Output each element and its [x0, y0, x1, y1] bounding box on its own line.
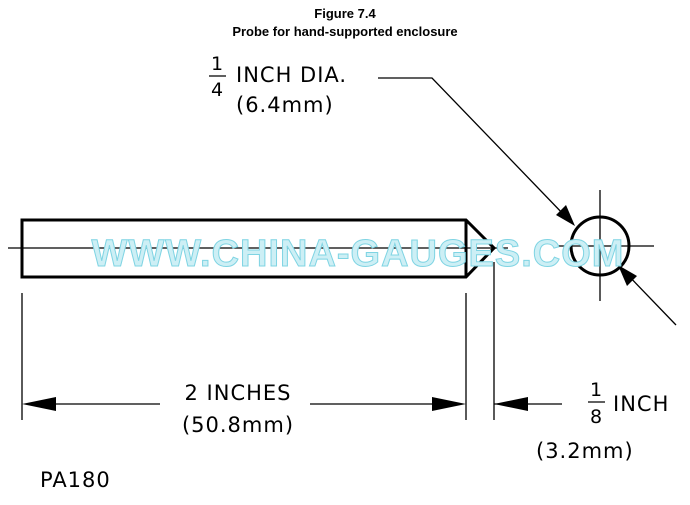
diameter-metric: (6.4mm): [236, 93, 334, 117]
tip-metric: (3.2mm): [536, 439, 634, 463]
diameter-label: INCH DIA.: [236, 63, 347, 87]
tip-label: INCH: [613, 392, 669, 416]
tip-fraction-denominator: 8: [590, 406, 602, 428]
probe-body: [8, 218, 508, 279]
tip-fraction-numerator: 1: [590, 379, 602, 401]
diameter-leader-line: [378, 77, 567, 218]
probe-outline: [20, 218, 497, 279]
diameter-lower-leader-line: [624, 271, 677, 326]
tip-dimension: 1 8 INCH (3.2mm): [493, 262, 669, 463]
length-arrowhead-left: [22, 397, 56, 411]
figure-title: Probe for hand-supported enclosure: [232, 24, 457, 39]
length-label: 2 INCHES: [185, 381, 292, 405]
diameter-callout: 1 4 INCH DIA. (6.4mm): [209, 53, 677, 326]
length-dimension: 2 INCHES (50.8mm): [21, 293, 467, 437]
drawing-code: PA180: [40, 468, 111, 492]
diameter-fraction-denominator: 4: [211, 79, 223, 101]
tip-arrowhead: [494, 397, 528, 411]
diameter-leader-arrowhead: [556, 205, 575, 226]
length-metric: (50.8mm): [182, 413, 294, 437]
length-label-backdrop: [160, 386, 310, 422]
diameter-fraction-numerator: 1: [211, 53, 223, 75]
diameter-lower-arrowhead: [618, 265, 637, 286]
watermark: WWW.CHINA-GAUGES.COM: [92, 233, 625, 275]
end-view: [556, 190, 654, 301]
figure-number: Figure 7.4: [314, 6, 376, 21]
length-arrowhead-right: [432, 397, 466, 411]
